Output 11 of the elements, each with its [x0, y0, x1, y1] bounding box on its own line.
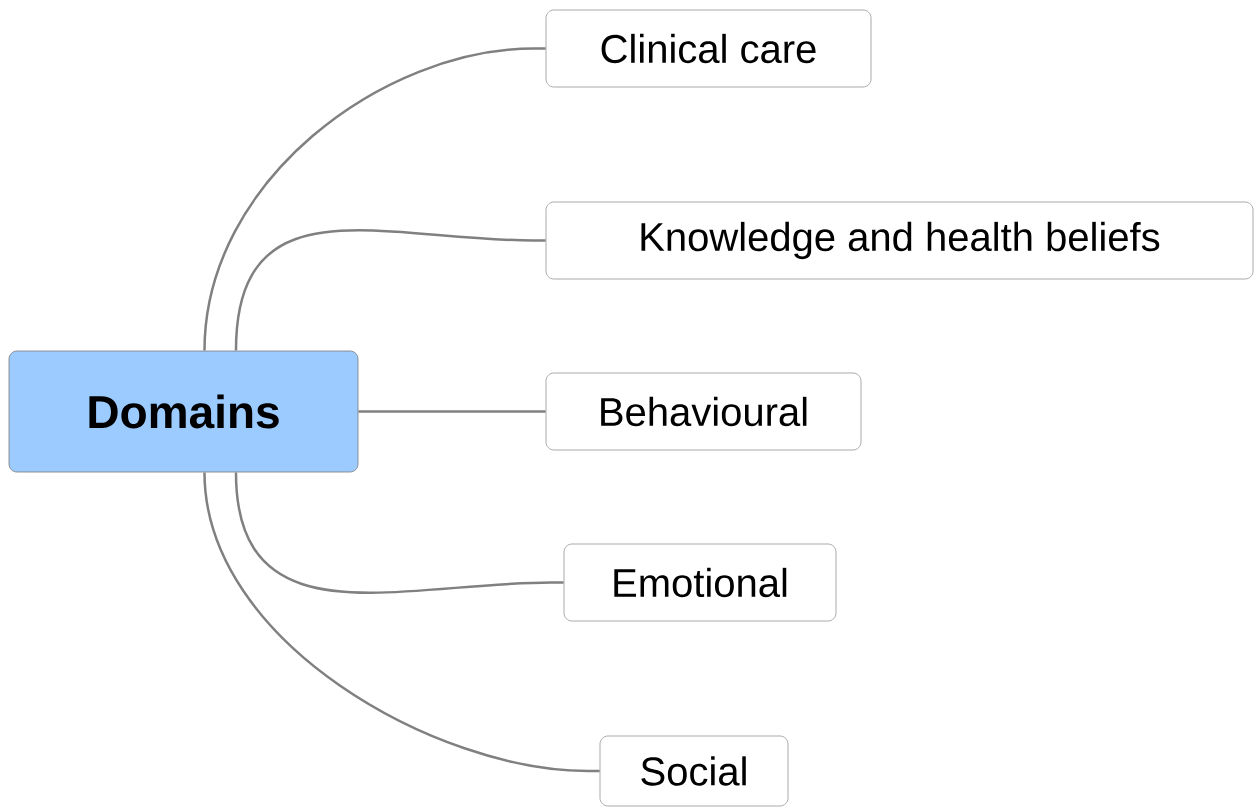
connector-line: [234, 472, 564, 594]
connector-line: [358, 410, 546, 413]
root-box: Domains: [8, 350, 359, 473]
topic-box: Knowledge and health beliefs: [545, 201, 1254, 280]
topic-box: Behavioural: [545, 372, 862, 451]
topic-box: Emotional: [563, 543, 837, 622]
connector-line: [203, 472, 600, 773]
connector-line: [234, 229, 546, 351]
connector-line: [203, 47, 546, 351]
topic-box: Social: [599, 735, 789, 807]
topic-box: Clinical care: [545, 9, 872, 88]
